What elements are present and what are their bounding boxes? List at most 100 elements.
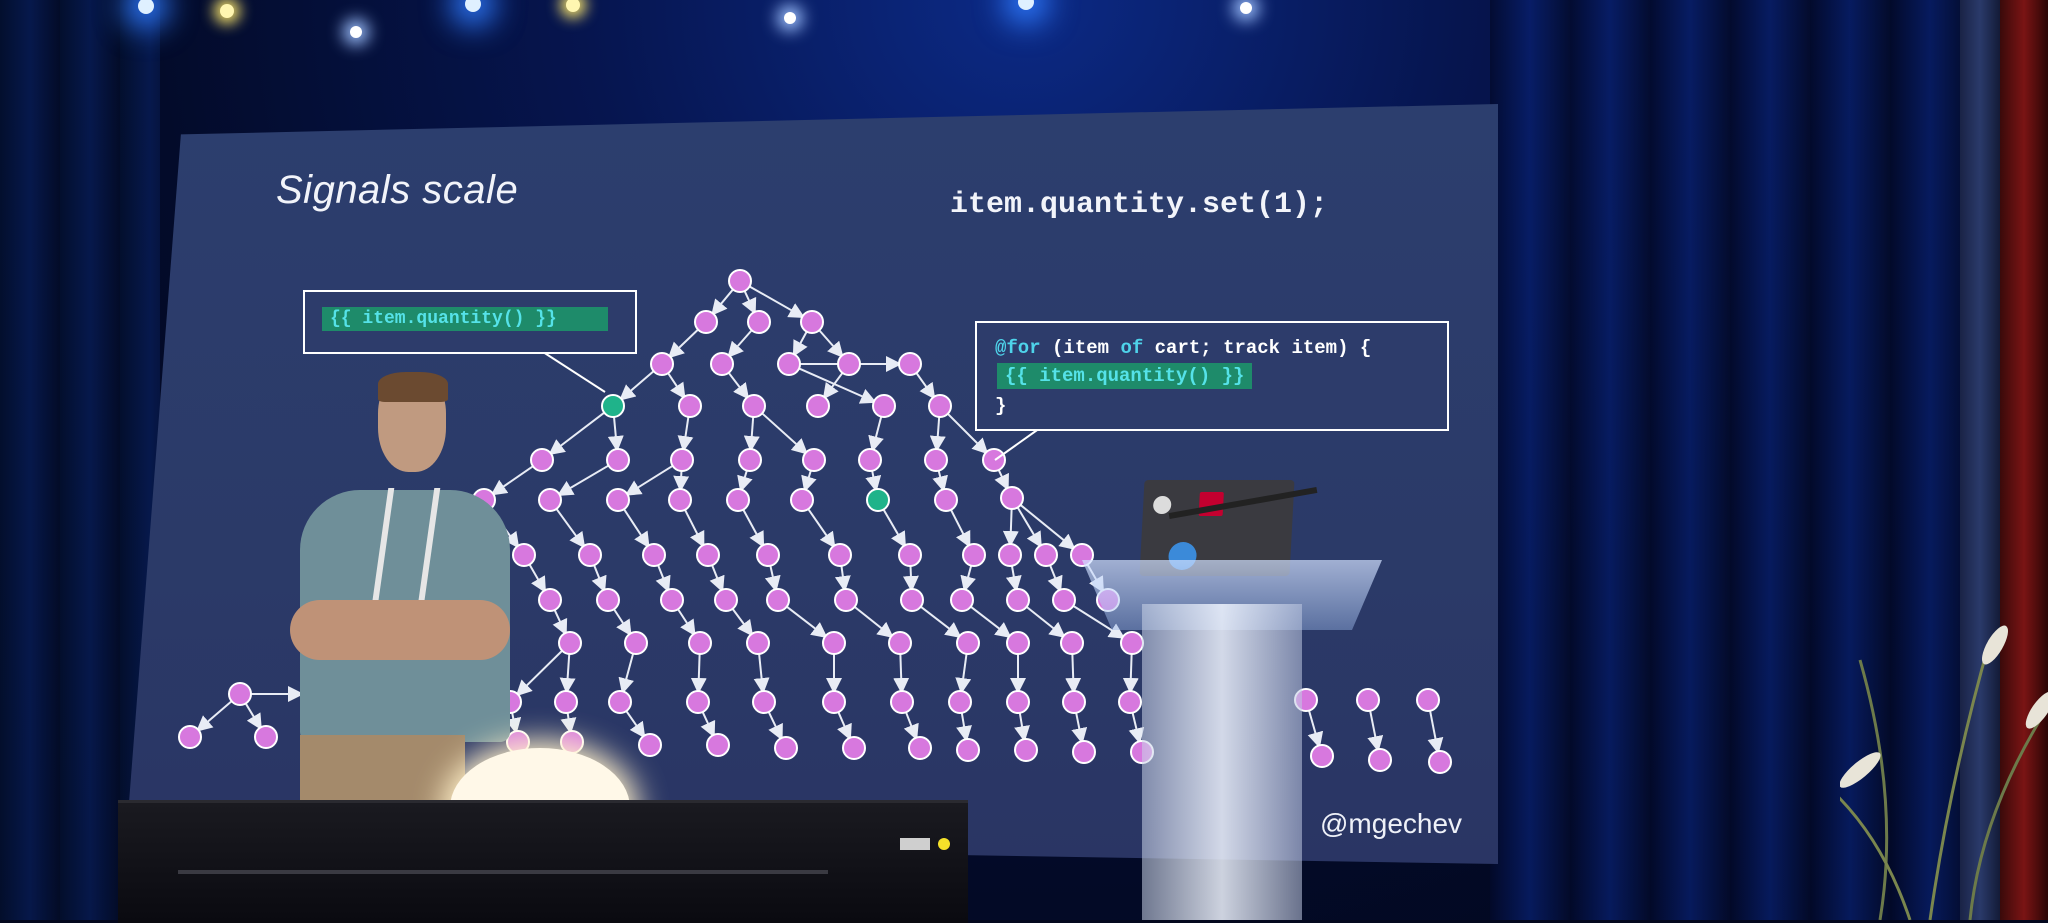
signal-node [228,682,252,706]
signal-node [928,394,952,418]
graph-edge [677,415,694,453]
stage-monitor [118,800,968,923]
signal-node [890,690,914,714]
red-curtain-edge [2000,0,2048,920]
graph-edge [548,411,606,456]
graph-edge [882,508,906,549]
signal-node [638,733,662,757]
graph-edge [868,415,884,453]
graph-edge [932,469,948,493]
graph-edge [741,289,757,315]
stage-light [566,0,580,12]
signal-node [898,352,922,376]
graph-edge [1367,709,1384,753]
signal-node [924,448,948,472]
speaker-arms [290,600,510,660]
graph-edge [834,564,851,593]
graph-edge [618,652,635,695]
graph-edge [244,702,262,731]
signal-node [790,488,814,512]
stage-light [1240,2,1252,14]
highlighted-signal-node [601,394,625,418]
signal-node [822,690,846,714]
graph-edge [737,469,753,493]
signal-node [742,394,766,418]
graph-edge [559,652,576,695]
laptop-sticker [1152,496,1172,514]
template-code-highlight: {{ item.quantity() }} [997,363,1253,389]
graph-edge [837,710,852,741]
graph-edge [673,469,690,493]
graph-edge [591,563,607,593]
signal-node [1000,486,1024,510]
slide-title: Signals scale [276,168,519,212]
graph-edge [903,710,919,741]
signal-node [606,488,630,512]
graph-edge [666,371,686,400]
graph-edge [949,508,971,548]
signal-node [688,631,712,655]
monitor-indicator-dot [938,838,950,850]
graph-edge [741,508,765,548]
graph-edge [655,563,671,593]
graph-edge [1025,605,1066,639]
signal-node [710,352,734,376]
signal-node [777,352,801,376]
graph-edge [792,330,809,357]
decorative-plant [1840,625,2048,920]
graph-edge [785,605,828,639]
signal-node [694,310,718,334]
graph-edge [1427,709,1444,755]
signal-node [1006,588,1030,612]
signal-node [714,588,738,612]
signal-node [668,488,692,512]
template-callout-left: {{ item.quantity() }} [303,290,637,354]
signal-node [538,588,562,612]
graph-edge [1071,711,1088,745]
graph-edge [1014,711,1030,743]
signal-node [1060,631,1084,655]
graph-edge [683,508,705,548]
stage-light [138,0,154,14]
graph-edge [552,608,568,636]
graph-edge [556,464,610,496]
graph-edge [1065,652,1082,695]
for-keyword: @for [995,337,1041,359]
graph-edge [196,699,234,732]
graph-edge [624,464,675,496]
graph-edge [1002,507,1019,548]
signal-node [578,543,602,567]
signal-node [726,488,750,512]
signal-node [834,588,858,612]
graph-edge [619,369,656,401]
signal-node [842,736,866,760]
signal-node [872,394,896,418]
graph-edge [960,564,976,593]
stage-light [220,4,234,18]
graph-edge [1307,709,1324,749]
graph-edge [690,652,707,695]
signal-node [948,690,972,714]
graph-edge [919,605,962,639]
signal-node [728,269,752,293]
for-body-line: {{ item.quantity() }} [997,363,1253,389]
graph-edge [676,607,696,637]
podium-body [1142,604,1302,920]
signal-node [1310,744,1334,768]
graph-edge [555,507,586,549]
signal-node [756,543,780,567]
signal-node [908,736,932,760]
signal-node [678,394,702,418]
graph-edge [612,607,632,637]
graph-edge [767,710,783,741]
signal-node [650,352,674,376]
graph-edge [865,469,882,493]
stage-light [350,26,362,38]
graph-edge [893,652,910,695]
closing-brace-line: } [995,395,1007,417]
graph-edge [622,507,650,549]
template-code-text: {{ item.quantity() }} [330,309,557,329]
graph-edge [700,710,716,738]
graph-edge [624,709,646,739]
signal-node [802,448,826,472]
